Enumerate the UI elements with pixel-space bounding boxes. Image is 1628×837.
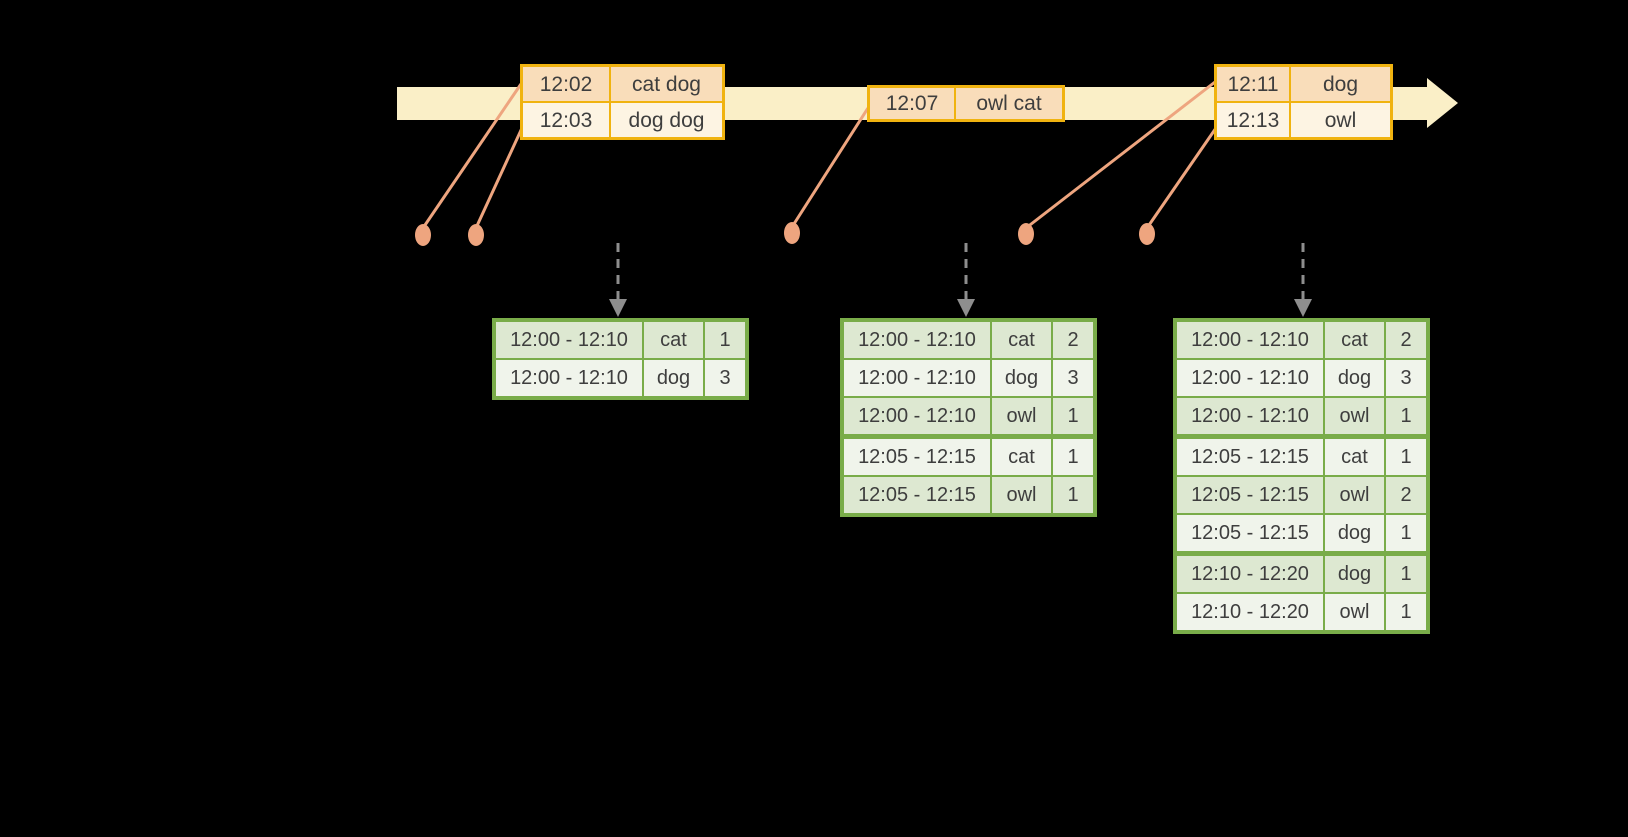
word-cell: dog — [1325, 360, 1384, 396]
event-dot-icon — [1018, 223, 1034, 245]
window-cell: 12:05 - 12:15 — [1177, 439, 1323, 475]
window-cell: 12:05 - 12:15 — [1177, 477, 1323, 513]
window-cell: 12:10 - 12:20 — [1177, 556, 1323, 592]
event-time-axis-arrowhead-icon — [1427, 78, 1458, 128]
count-cell: 1 — [1386, 594, 1426, 630]
window-cell: 12:00 - 12:10 — [1177, 322, 1323, 358]
event-connector-line — [790, 107, 870, 228]
event-words-cell: owl cat — [956, 88, 1062, 119]
event-dot-icon — [415, 224, 431, 246]
window-cell: 12:05 - 12:15 — [844, 439, 990, 475]
window-cell: 12:00 - 12:10 — [844, 398, 990, 434]
window-cell: 12:00 - 12:10 — [844, 322, 990, 358]
count-cell: 1 — [1053, 477, 1093, 513]
count-cell: 3 — [1386, 360, 1426, 396]
event-time-cell: 12:11 — [1217, 67, 1289, 101]
event-connector-line — [1145, 127, 1218, 229]
count-cell: 2 — [1386, 477, 1426, 513]
event-time-cell: 12:07 — [870, 88, 954, 119]
count-cell: 1 — [1386, 398, 1426, 434]
event-time-cell: 12:13 — [1217, 103, 1289, 137]
event-time-dots — [415, 222, 1155, 246]
event-dot-icon — [784, 222, 800, 244]
word-cell: owl — [1325, 477, 1384, 513]
trigger-arrowhead-icon — [1294, 299, 1312, 317]
count-cell: 3 — [1053, 360, 1093, 396]
event-dot-icon — [1139, 223, 1155, 245]
window-cell: 12:05 - 12:15 — [1177, 515, 1323, 551]
event-dot-icon — [468, 224, 484, 246]
trigger-arrowhead-icon — [609, 299, 627, 317]
trigger-arrows — [609, 243, 1312, 317]
event-connector-lines — [421, 80, 1218, 230]
event-words-cell: cat dog — [611, 67, 722, 101]
count-cell: 1 — [1386, 515, 1426, 551]
word-cell: owl — [992, 398, 1051, 434]
count-cell: 1 — [1053, 439, 1093, 475]
event-time-cell: 12:03 — [523, 103, 609, 137]
word-cell: dog — [1325, 556, 1384, 592]
word-cell: dog — [1325, 515, 1384, 551]
event-words-cell: dog — [1291, 67, 1390, 101]
word-cell: owl — [1325, 594, 1384, 630]
trigger-arrowhead-icon — [957, 299, 975, 317]
word-cell: cat — [992, 322, 1051, 358]
event-words-cell: owl — [1291, 103, 1390, 137]
count-cell: 2 — [1386, 322, 1426, 358]
window-cell: 12:00 - 12:10 — [844, 360, 990, 396]
window-cell: 12:00 - 12:10 — [1177, 360, 1323, 396]
count-cell: 1 — [1053, 398, 1093, 434]
count-cell: 3 — [705, 360, 745, 396]
word-cell: cat — [1325, 322, 1384, 358]
count-cell: 1 — [1386, 439, 1426, 475]
event-words-cell: dog dog — [611, 103, 722, 137]
event-connector-line — [421, 83, 523, 229]
word-cell: cat — [1325, 439, 1384, 475]
word-cell: owl — [1325, 398, 1384, 434]
word-cell: dog — [644, 360, 703, 396]
word-cell: dog — [992, 360, 1051, 396]
window-cell: 12:00 - 12:10 — [496, 322, 642, 358]
window-cell: 12:10 - 12:20 — [1177, 594, 1323, 630]
event-connector-line — [474, 127, 524, 229]
window-cell: 12:00 - 12:10 — [496, 360, 642, 396]
count-cell: 2 — [1053, 322, 1093, 358]
count-cell: 1 — [1386, 556, 1426, 592]
word-cell: cat — [644, 322, 703, 358]
count-cell: 1 — [705, 322, 745, 358]
word-cell: cat — [992, 439, 1051, 475]
window-cell: 12:05 - 12:15 — [844, 477, 990, 513]
word-cell: owl — [992, 477, 1051, 513]
event-time-cell: 12:02 — [523, 67, 609, 101]
event-connector-line — [1025, 80, 1216, 230]
window-cell: 12:00 - 12:10 — [1177, 398, 1323, 434]
